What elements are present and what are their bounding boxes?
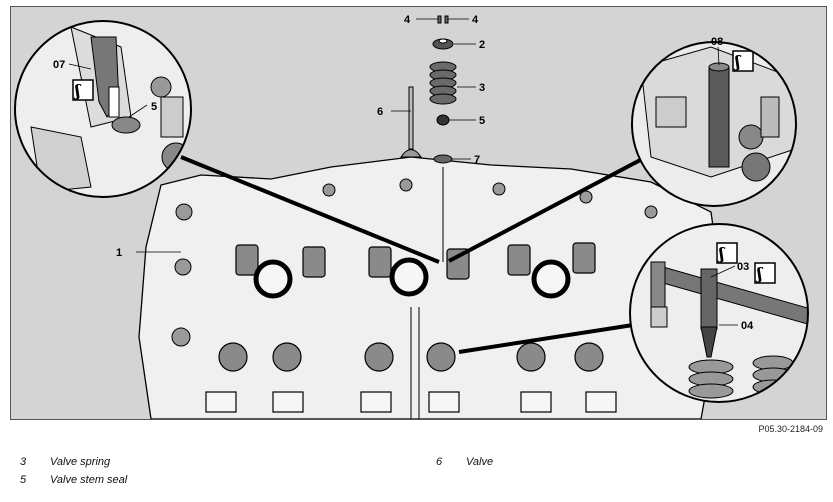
detail-circle-bottom: ʃ ʃ [629, 223, 809, 403]
callout-08: 08 [711, 36, 723, 48]
svg-text:ʃ: ʃ [733, 52, 742, 71]
callout-03: 03 [737, 261, 749, 273]
callout-labels: 1 2 3 4 4 5 5 6 7 07 08 03 04 [53, 14, 754, 332]
figure-code: P05.30-2184-09 [758, 424, 823, 434]
callout-leaders [68, 18, 738, 326]
callout-2: 2 [479, 39, 485, 51]
legend-item: 6 Valve [416, 456, 493, 468]
legend-item: 3 Valve spring [0, 456, 110, 468]
svg-text:ʃ: ʃ [717, 244, 726, 263]
callout-04: 04 [741, 320, 754, 332]
callout-3: 3 [479, 82, 485, 94]
callout-07: 07 [53, 59, 65, 71]
callout-4-left: 4 [404, 14, 411, 26]
svg-text:ʃ: ʃ [755, 264, 764, 283]
valve-assembly [400, 15, 457, 262]
legend-number: 5 [20, 474, 27, 486]
callout-1: 1 [116, 247, 122, 259]
callout-6: 6 [377, 106, 383, 118]
cylinder-head [138, 156, 724, 419]
legend-number: 6 [436, 456, 443, 468]
legend-text: Valve stem seal [50, 474, 128, 486]
legend-text: Valve [466, 456, 494, 468]
cylinder-head-illustration: ʃ ʃ [10, 6, 827, 420]
detail-leader-lines [180, 155, 647, 354]
legend-number: 3 [20, 456, 27, 468]
svg-text:ʃ: ʃ [73, 81, 82, 100]
callout-4-right: 4 [472, 14, 479, 26]
callout-5: 5 [479, 115, 485, 127]
callout-5-detail: 5 [151, 101, 157, 113]
detail-circle-left: ʃ [14, 20, 192, 198]
legend-text: Valve spring [50, 456, 111, 468]
legend-item: 5 Valve stem seal [0, 474, 127, 486]
callout-7: 7 [474, 154, 480, 166]
detail-circle-right: ʃ [631, 41, 797, 207]
